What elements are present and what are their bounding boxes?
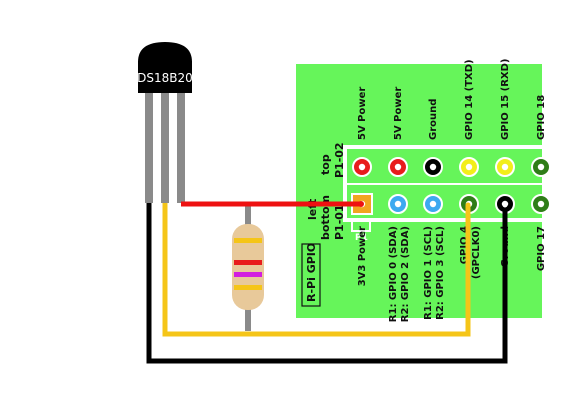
pin-hole xyxy=(465,163,473,171)
ds18b20-sensor: DS18B20 xyxy=(137,42,193,203)
pin-hole xyxy=(537,200,545,208)
pin-label-bottom: 3V3 Power xyxy=(357,226,368,286)
pin-label-bottom-secondary: (GPCLK0) xyxy=(471,226,482,279)
bottom-code-label: P1-01 xyxy=(333,204,346,240)
pin-hole xyxy=(394,200,402,208)
pin-label-top: 5V Power xyxy=(357,87,368,140)
top-code-label: P1-02 xyxy=(333,142,346,178)
rpi-gpio-label: R-Pi GPIO xyxy=(305,243,318,302)
pin-label-top: GPIO 14 (TXD) xyxy=(464,59,475,140)
resistor xyxy=(232,203,264,331)
ground-wire-end xyxy=(502,202,508,208)
pin-hole xyxy=(358,163,366,171)
pin-label-bottom-secondary: R2: GPIO 2 (SDA) xyxy=(400,226,411,322)
pin-hole xyxy=(394,163,402,171)
p1-label: P1 xyxy=(355,233,368,243)
pin-label-top: Ground xyxy=(428,99,439,140)
data-wire xyxy=(162,203,471,337)
resistor-band-4 xyxy=(234,285,262,290)
sensor-body xyxy=(138,61,192,93)
pin-label-bottom: R1: GPIO 1 (SCL) xyxy=(423,226,434,320)
pin-label-bottom-secondary: R2: GPIO 3 (SCL) xyxy=(435,226,446,320)
pin-hole xyxy=(429,200,437,208)
pin-hole xyxy=(429,163,437,171)
sensor-leg-power xyxy=(177,93,185,203)
sensor-leg-data xyxy=(161,93,169,203)
resistor-band-3 xyxy=(234,272,262,277)
pin-label-top: GPIO 15 (RXD) xyxy=(500,59,511,141)
resistor-band-1 xyxy=(234,238,262,243)
resistor-body xyxy=(232,224,264,310)
power-wire-end xyxy=(358,201,364,207)
pin-hole xyxy=(501,163,509,171)
rpi-label-box xyxy=(301,243,321,307)
pin-hole xyxy=(537,163,545,171)
pin-label-bottom: R1: GPIO 0 (SDA) xyxy=(388,226,399,322)
data-wire-end xyxy=(465,202,471,208)
top-label: top xyxy=(319,154,332,175)
pin-label-top: 5V Power xyxy=(393,87,404,140)
sensor-body-top xyxy=(138,42,192,62)
gpio-board xyxy=(296,64,542,318)
resistor-band-2 xyxy=(234,260,262,265)
sensor-leg-ground xyxy=(145,93,153,203)
p1-marker xyxy=(351,218,371,232)
sensor-label: DS18B20 xyxy=(137,71,193,85)
ground-wire xyxy=(146,203,508,364)
pin-label-bottom: GPIO 17 xyxy=(536,226,547,271)
pin-label-top: GPIO 18 xyxy=(536,95,547,140)
pin-label-bottom: GPIO 4 xyxy=(459,226,470,264)
